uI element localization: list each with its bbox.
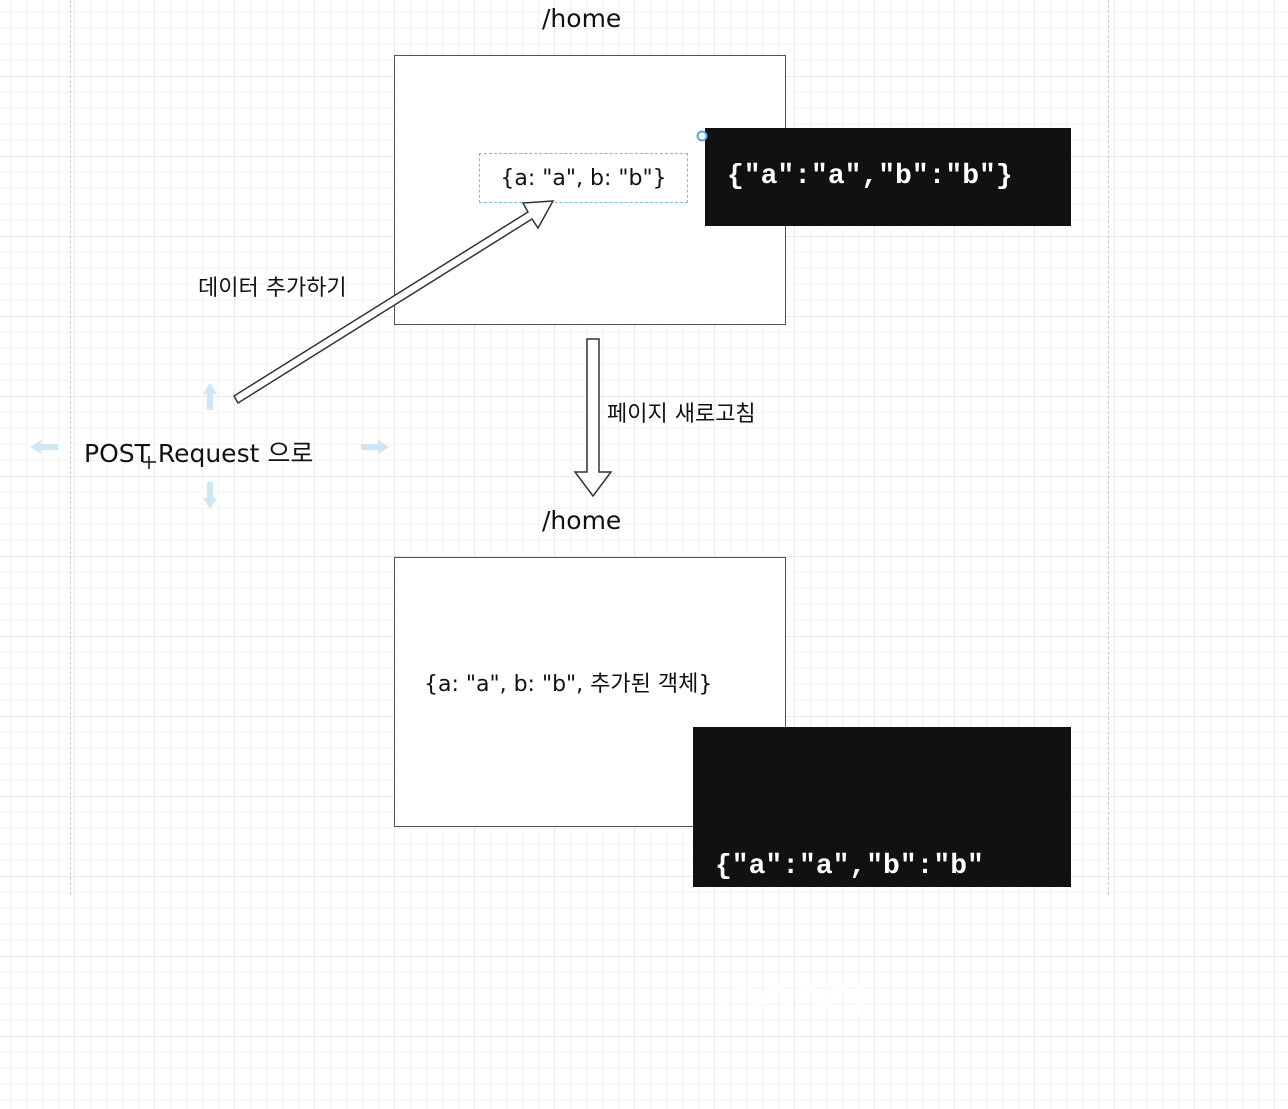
add-data-arrow-label: 데이터 추가하기 [198, 276, 347, 301]
bottom-page-data-text: {a: "a", b: "b", 추가된 객체} [424, 672, 713, 697]
add-data-arrow[interactable] [232, 200, 555, 405]
bottom-json-line-2: ,"c":"c"} [715, 983, 867, 1014]
diagram-canvas: /home {a: "a", b: "b"} {"a":"a","b":"b"}… [70, 0, 1109, 1014]
move-cursor-icon [143, 456, 156, 469]
page-guide-right [1108, 0, 1109, 895]
top-page-json-response: {"a":"a","b":"b"} [705, 128, 1071, 226]
bottom-page-url: /home [542, 506, 622, 535]
connection-handle-icon[interactable] [696, 130, 708, 142]
refresh-arrow-label: 페이지 새로고침 [607, 402, 756, 427]
refresh-arrow[interactable] [573, 338, 613, 498]
top-page-data-text[interactable]: {a: "a", b: "b"} [479, 153, 688, 203]
bottom-page-json-response: {"a":"a","b":"b" ,"c":"c"} [693, 727, 1071, 1014]
connectors-layer [30, 130, 708, 509]
top-page-url: /home [542, 4, 622, 33]
page-guide-left [70, 0, 71, 895]
bottom-json-line-1: {"a":"a","b":"b" [715, 851, 984, 882]
post-request-label[interactable]: POST Request 으로 [84, 439, 314, 468]
connect-arrows-icon[interactable] [30, 383, 389, 509]
